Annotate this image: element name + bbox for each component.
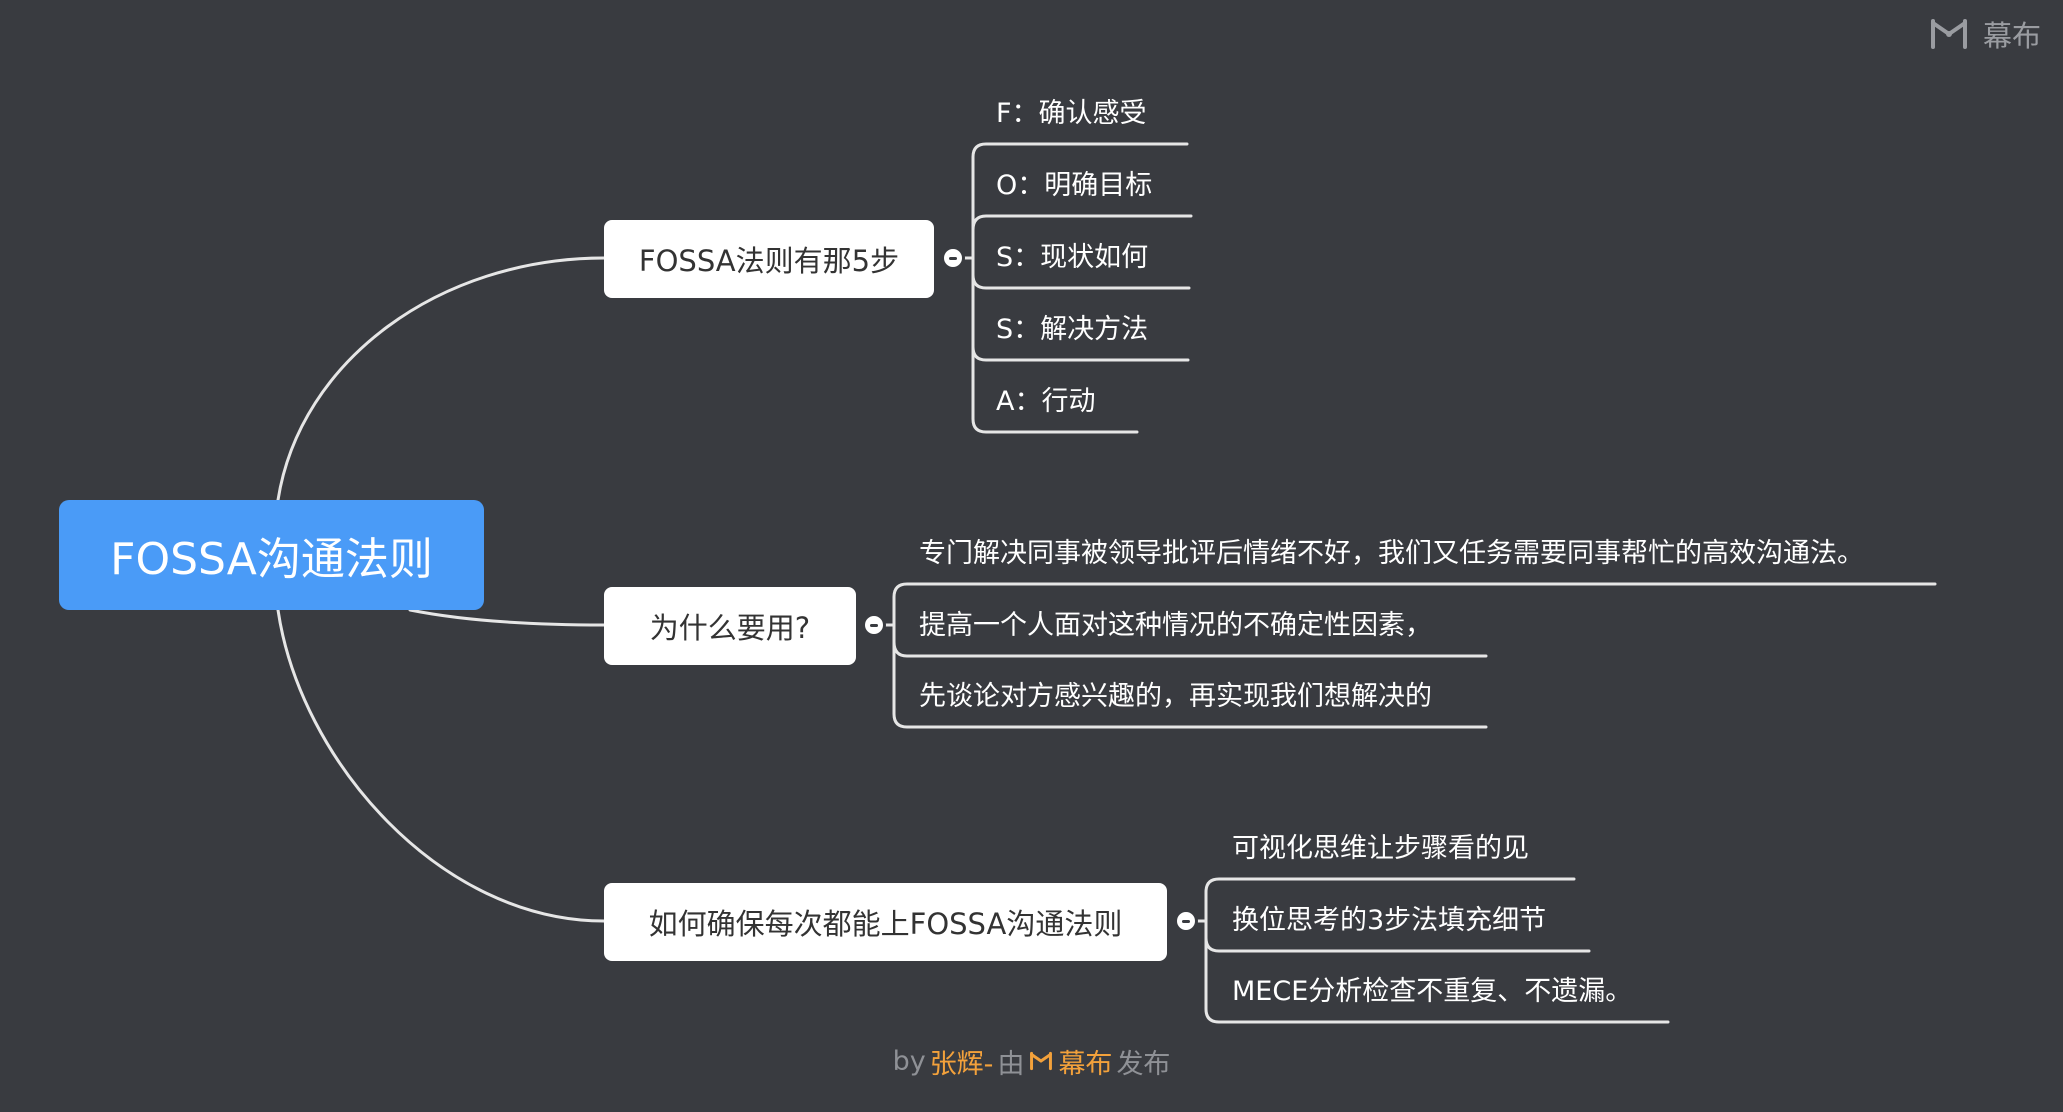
collapse-toggle-steps[interactable] — [941, 246, 965, 270]
leaf-how-3[interactable]: MECE分析检查不重复、不遗漏。 — [1232, 976, 1633, 1007]
leaf-steps-o[interactable]: O：明确目标 — [996, 170, 1153, 201]
footer-brand-link[interactable]: 幕布 — [1058, 1048, 1113, 1080]
leaf-steps-s1[interactable]: S：现状如何 — [996, 242, 1149, 273]
connector-b2-c3 — [892, 623, 1488, 729]
leaf-steps-f[interactable]: F：确认感受 — [996, 98, 1147, 129]
connector-b1-c1 — [971, 142, 1189, 260]
connector-b1-c2 — [971, 214, 1193, 260]
mubu-small-logo-icon — [1030, 1051, 1053, 1071]
connector-root-branch-3 — [276, 608, 606, 923]
branch-node-how[interactable]: 如何确保每次都能上FOSSA沟通法则 — [604, 883, 1167, 961]
leaf-why-2[interactable]: 提高一个人面对这种情况的不确定性因素， — [919, 610, 1432, 641]
collapse-toggle-why[interactable] — [862, 613, 886, 637]
leaf-why-1[interactable]: 专门解决同事被领导批评后情绪不好，我们又任务需要同事帮忙的高效沟通法。 — [919, 538, 1864, 569]
leaf-steps-a[interactable]: A：行动 — [996, 386, 1096, 417]
collapse-toggle-how[interactable] — [1174, 909, 1198, 933]
branch-node-steps[interactable]: FOSSA法则有那5步 — [604, 220, 934, 298]
footer-author-link[interactable]: 张辉- — [929, 1048, 994, 1080]
branch-node-why[interactable]: 为什么要用? — [604, 587, 856, 665]
footer-suffix: 发布 — [1116, 1048, 1171, 1080]
connector-b1-c5 — [971, 256, 1139, 434]
mubu-logo[interactable]: 幕布 — [1927, 14, 2041, 54]
footer-middle: 由 — [997, 1048, 1025, 1080]
connector-b3-c3 — [1204, 919, 1670, 1024]
leaf-how-2[interactable]: 换位思考的3步法填充细节 — [1232, 905, 1547, 936]
footer-credit: by 张辉- 由 幕布 发布 — [0, 1040, 2063, 1082]
connector-root-branch-2 — [408, 608, 606, 627]
leaf-steps-s2[interactable]: S：解决方法 — [996, 314, 1149, 345]
connector-b2-c1 — [892, 582, 1937, 627]
root-node[interactable]: FOSSA沟通法则 — [59, 500, 484, 610]
mubu-logo-icon — [1930, 19, 1967, 49]
leaf-how-1[interactable]: 可视化思维让步骤看的见 — [1232, 833, 1529, 864]
mubu-logo-text: 幕布 — [1982, 19, 2041, 53]
leaf-why-3[interactable]: 先谈论对方感兴趣的，再实现我们想解决的 — [919, 681, 1432, 712]
connector-root-branch-1 — [276, 256, 606, 502]
footer-by: by — [892, 1045, 926, 1077]
connector-b3-c1 — [1204, 877, 1576, 923]
